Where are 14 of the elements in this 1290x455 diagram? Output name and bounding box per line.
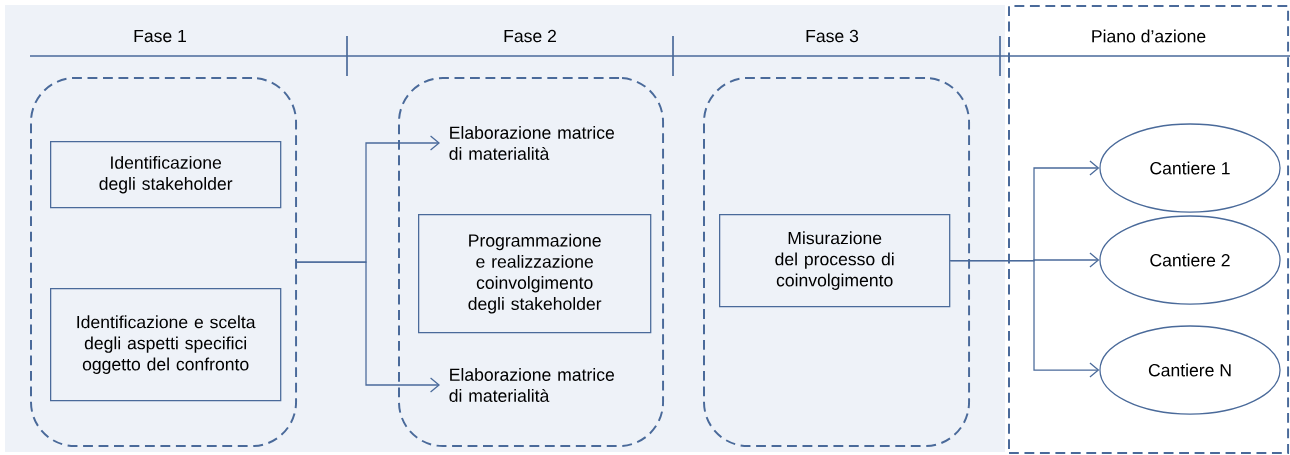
output-text: Elaborazione matrice di materialità	[449, 368, 614, 402]
phase-label: Fase 1	[134, 29, 186, 43]
process-box: Misurazione del processo di coinvolgimento	[719, 214, 951, 308]
arrow	[296, 261, 440, 393]
process-box: Programmazione e realizzazione coinvolgimento degli stakeholder	[418, 214, 652, 334]
output-text: Elaborazione matrice di materialità	[449, 126, 614, 160]
dashed-group-box	[398, 77, 665, 448]
process-box: Identificazione degli stakeholder	[50, 141, 282, 209]
process-box: Identificazione e scelta degli aspetti specifici oggetto del confronto	[50, 288, 282, 402]
dashed-group-box	[30, 77, 298, 448]
dashed-group-box	[703, 77, 971, 448]
arrow	[949, 260, 1100, 378]
phase-label: Fase 2	[504, 29, 556, 43]
phase-label: Fase 3	[806, 29, 859, 43]
